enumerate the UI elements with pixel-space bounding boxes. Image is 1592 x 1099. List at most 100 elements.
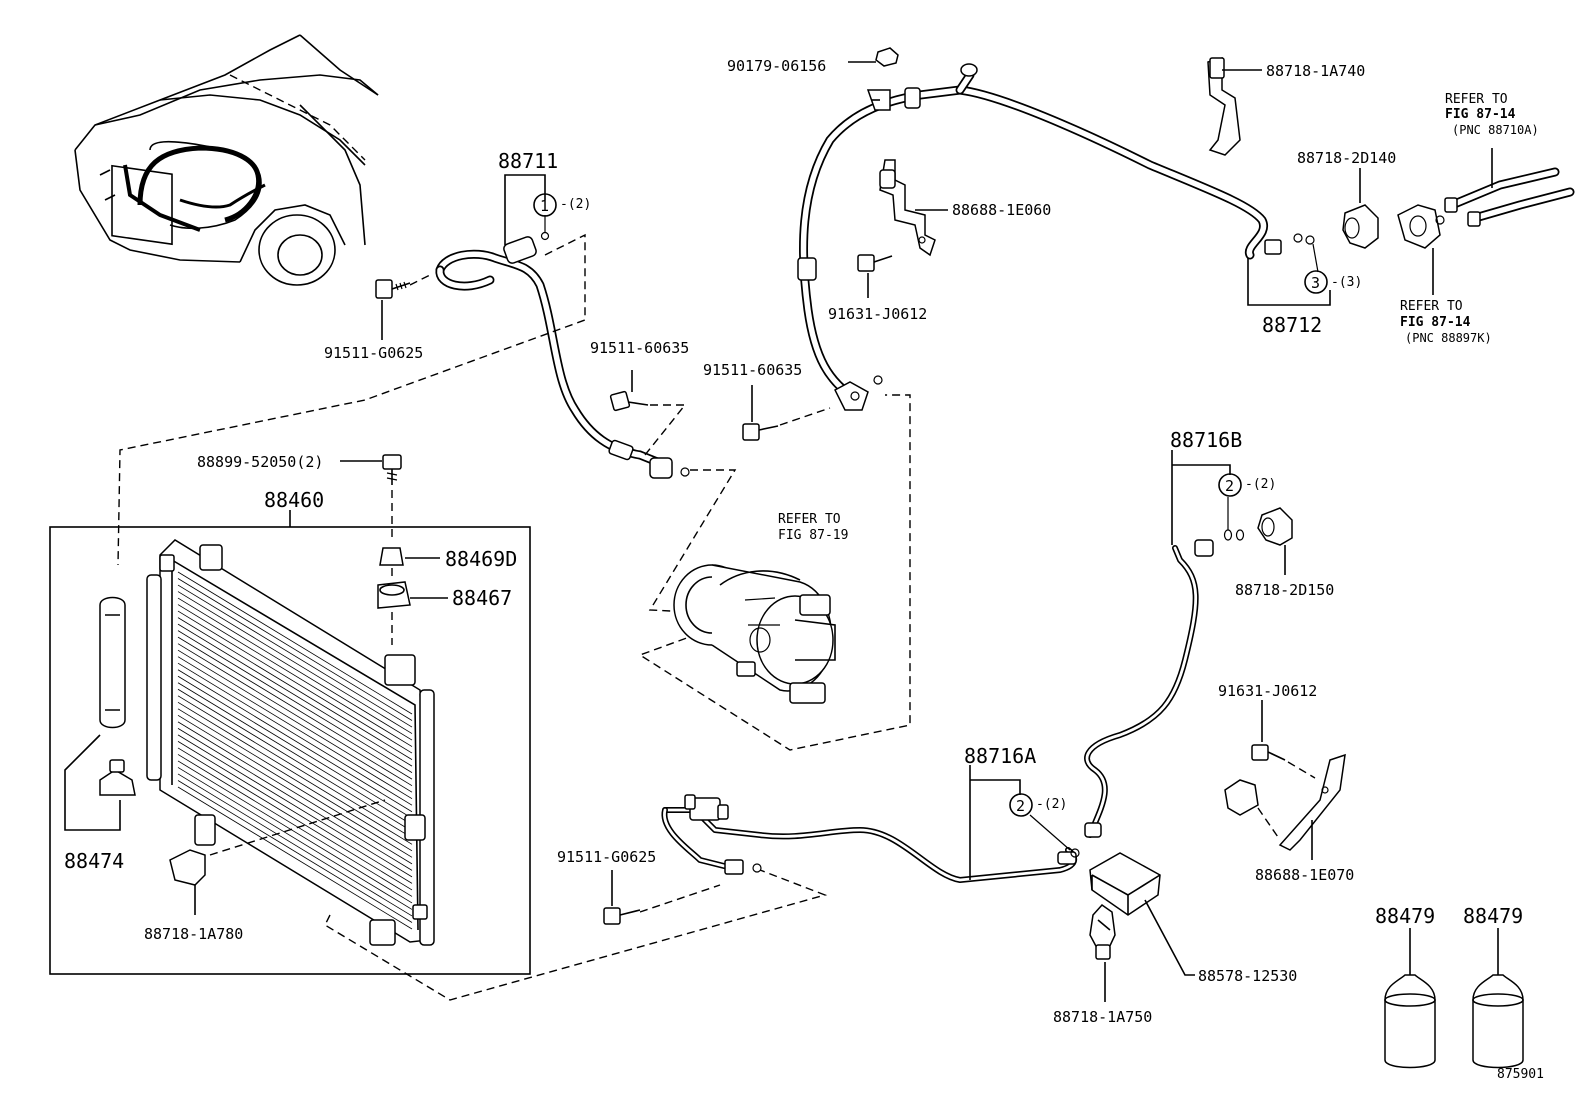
callout-2-upper-qty: -(2) [1245, 477, 1276, 492]
callout-1: 1 -(2) [533, 193, 591, 217]
ref-bottom-pnc: (PNC 88897K) [1405, 331, 1492, 345]
ref-top-pnc: (PNC 88710A) [1452, 123, 1539, 137]
condenser-fin [177, 747, 413, 891]
refrigerant-can-icon [1472, 928, 1524, 1069]
clamp-icon [1089, 904, 1116, 960]
condenser-fin [177, 708, 413, 852]
figure-id: 875901 [1497, 1067, 1544, 1082]
part-label-91631-J0612-lower: 91631-J0612 [1218, 682, 1317, 700]
bolt-icon [742, 423, 779, 441]
condenser-fin [177, 610, 413, 754]
cushion-icon [377, 581, 411, 609]
part-label-90179-06156: 90179-06156 [727, 57, 826, 75]
callout-2-lower: 2 -(2) [1009, 793, 1067, 817]
part-label-91511-G0625-bottom: 91511-G0625 [557, 848, 656, 866]
condenser-fin [177, 786, 413, 930]
condenser-fin [177, 682, 413, 826]
condenser-fin [177, 767, 413, 910]
condenser-fin [177, 617, 413, 760]
condenser-fin [177, 643, 413, 787]
callout-3: 3 -(3) [1304, 270, 1362, 294]
bolt-icon [609, 390, 649, 412]
part-label-88712: 88712 [1262, 313, 1322, 337]
nut-icon [875, 47, 899, 67]
callout-2-lower-qty: -(2) [1036, 797, 1067, 812]
bolt-icon [375, 279, 411, 299]
part-label-88718-1A780: 88718-1A780 [144, 925, 243, 943]
part-label-91511-60635-right: 91511-60635 [703, 361, 802, 379]
condenser-fin [177, 656, 413, 800]
reference-fig-87-19: REFER TO FIG 87-19 [778, 512, 848, 543]
part-label-88688-1E070: 88688-1E070 [1255, 866, 1354, 884]
part-label-88716A: 88716A [964, 744, 1036, 768]
bolt-icon [382, 454, 402, 485]
condenser-fin [177, 630, 413, 773]
bolt-icon [857, 254, 893, 272]
callout-2-upper-number: 2 [1225, 477, 1234, 495]
condenser-fin [177, 675, 413, 819]
part-label-88578-12530: 88578-12530 [1198, 967, 1297, 985]
callout-1-number: 1 [540, 197, 549, 215]
bracket-icon [1224, 753, 1346, 851]
part-label-88718-1A750: 88718-1A750 [1053, 1008, 1152, 1026]
compressor-icon [673, 564, 836, 704]
part-label-88718-2D150: 88718-2D150 [1235, 581, 1334, 599]
vehicle-locator-sketch [74, 34, 379, 286]
pad-icon [1089, 852, 1161, 916]
condenser-fin [177, 695, 413, 839]
ref-top-line1: REFER TO [1445, 92, 1508, 107]
part-label-88899-52050: 88899-52050(2) [197, 453, 323, 471]
condenser-fin [177, 591, 413, 734]
condenser-fin [177, 741, 413, 884]
condenser-fin [177, 584, 413, 728]
part-label-88718-1A740: 88718-1A740 [1266, 62, 1365, 80]
callout-3-number: 3 [1311, 274, 1320, 292]
condenser-fin [177, 773, 413, 917]
bolt-icon [1251, 744, 1286, 761]
discharge-hose-88711 [435, 236, 690, 479]
condenser-fin [177, 714, 413, 858]
condenser-fin [177, 734, 413, 878]
part-label-88479-right: 88479 [1463, 904, 1523, 928]
part-label-91511-60635-left: 91511-60635 [590, 339, 689, 357]
callout-2-lower-number: 2 [1016, 797, 1025, 815]
receiver-icon [99, 596, 136, 796]
condenser-fin [177, 701, 413, 845]
cap-icon [1257, 507, 1293, 546]
part-label-88474: 88474 [64, 849, 124, 873]
part-label-88460: 88460 [264, 488, 324, 512]
condenser-fin [177, 649, 413, 793]
part-label-88688-1E060: 88688-1E060 [952, 201, 1051, 219]
part-label-88716B: 88716B [1170, 428, 1242, 452]
connector-icon [1397, 204, 1445, 249]
refrigerant-can-icon [1384, 928, 1436, 1069]
ref-bottom-line1: REFER TO [1400, 299, 1463, 314]
ref-87-19-line1: REFER TO [778, 512, 841, 527]
collar-icon [379, 547, 404, 566]
part-label-88479-left: 88479 [1375, 904, 1435, 928]
reference-fig-87-14-bottom: REFER TO FIG 87-14 (PNC 88897K) [1400, 299, 1492, 345]
reference-fig-87-14-top: REFER TO FIG 87-14 (PNC 88710A) [1445, 92, 1539, 137]
part-label-91631-J0612-top: 91631-J0612 [828, 305, 927, 323]
condenser-fin [177, 721, 413, 865]
condenser-fin [177, 760, 413, 904]
ref-87-19-line2: FIG 87-19 [778, 528, 848, 543]
ref-bottom-line2: FIG 87-14 [1400, 315, 1471, 330]
condenser-fin [177, 636, 413, 780]
condenser-fin [177, 578, 413, 721]
condenser-fin [177, 571, 413, 715]
condenser-fin [177, 669, 413, 813]
callout-2-upper: 2 -(2) [1218, 473, 1276, 497]
bolt-icon [603, 907, 641, 925]
part-label-91511-G0625-top: 91511-G0625 [324, 344, 423, 362]
callout-3-qty: -(3) [1331, 275, 1362, 290]
part-label-88718-2D140: 88718-2D140 [1297, 149, 1396, 167]
condenser-icon [146, 539, 435, 946]
condenser-fin [177, 780, 413, 923]
condenser-fin [177, 623, 413, 767]
part-label-88711: 88711 [498, 149, 558, 173]
condenser-fin [177, 597, 413, 741]
cap-icon [1342, 204, 1379, 249]
bracket-icon [879, 159, 936, 257]
